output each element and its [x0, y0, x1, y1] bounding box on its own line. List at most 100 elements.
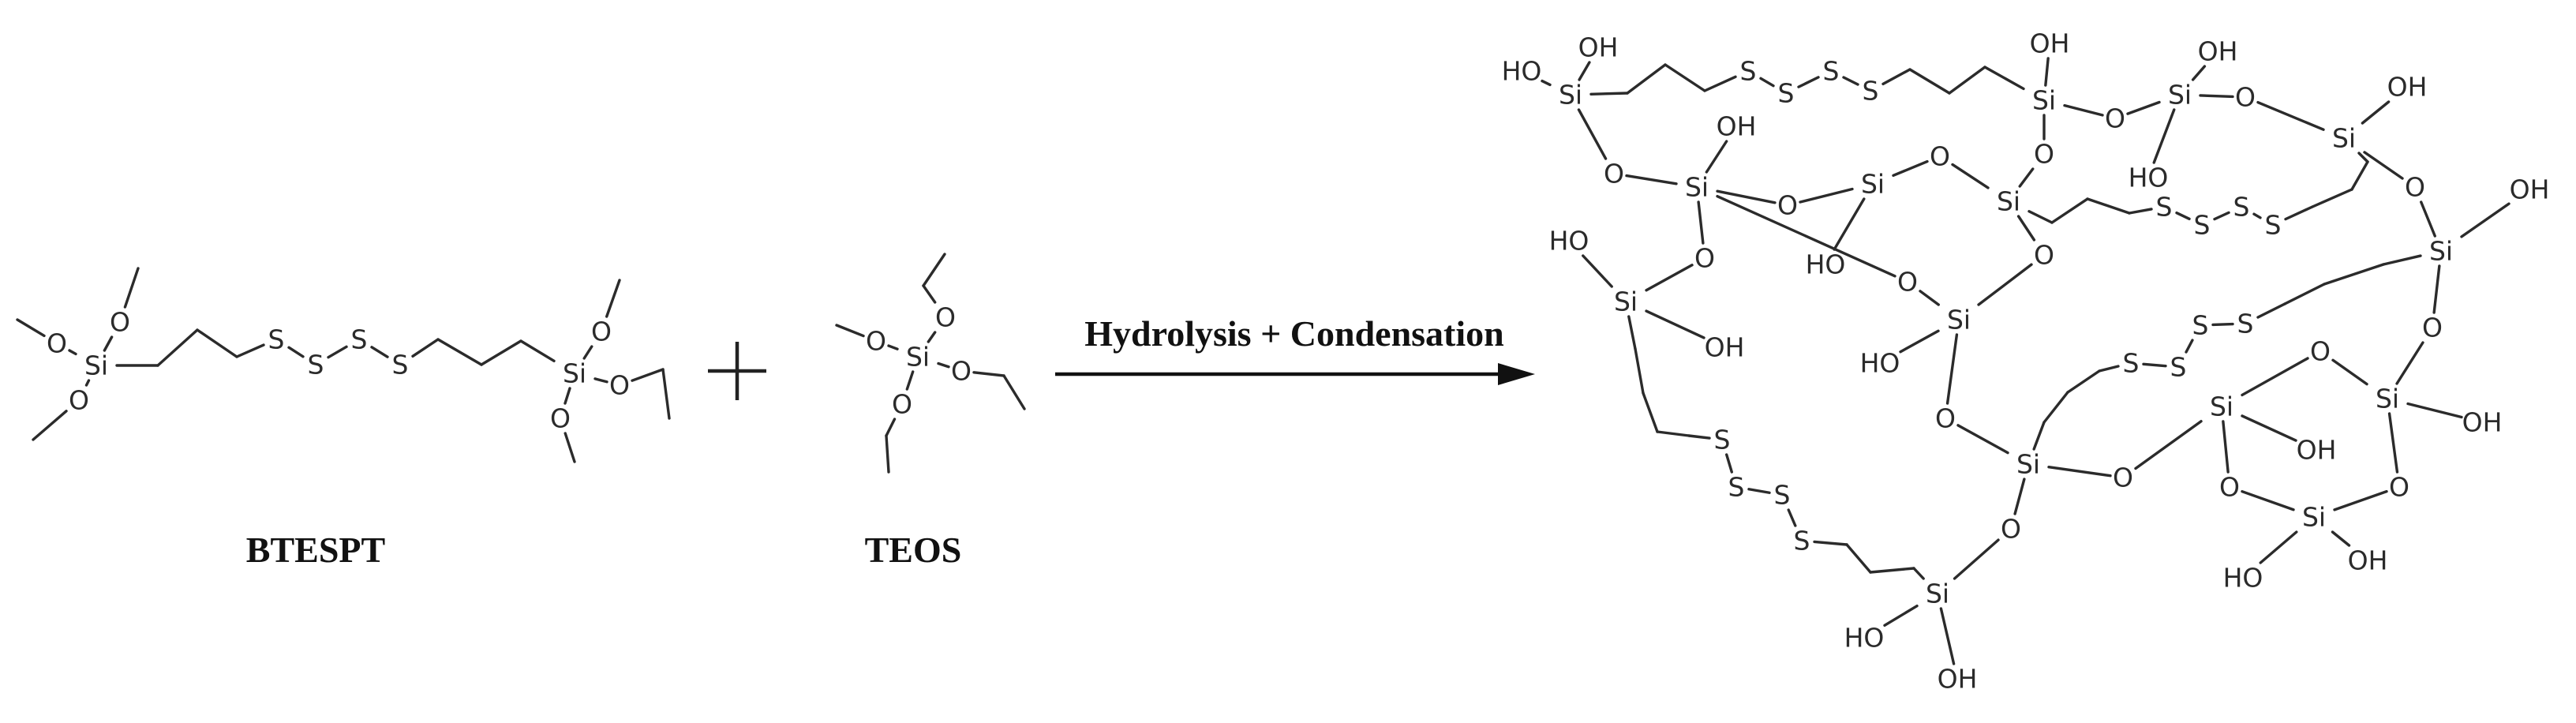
bond-p_si11-p_oh11a	[1883, 604, 1919, 627]
atom-hydroxyl-p_oh10b: OH	[1705, 332, 1745, 363]
bond-t_c1a-t_c1b	[922, 253, 946, 287]
atom-silicon-p_si5: Si	[1997, 186, 2020, 217]
bond-p_o3-p_si5	[1951, 163, 1990, 189]
atom-silicon-t_si: Si	[906, 342, 930, 373]
bond-p_si13-p_oh13	[2241, 414, 2297, 442]
atom-hydroxyl-p_oh3: OH	[1717, 111, 1757, 142]
atom-oxygen-b_o6: O	[550, 403, 571, 434]
bond-p_e5-p_e6	[2323, 263, 2385, 286]
bond-t_o1-t_c1a	[922, 284, 937, 304]
atom-silicon-p_si1: Si	[1559, 80, 1582, 111]
atom-hydroxyl_left-p_oh10: HO	[1549, 226, 1589, 257]
bond-p_si15-p_oh15a	[2259, 530, 2298, 564]
bond-p_si2-p_oh2	[2044, 57, 2050, 87]
atom-silicon-b_si1: Si	[84, 350, 108, 381]
bond-p_si12-p_e1	[2032, 421, 2046, 451]
bond-p_si9-p_o11	[1945, 333, 1959, 405]
bond-p_e6-p_si8	[2382, 254, 2422, 266]
bond-p_d5-p_d6	[1845, 543, 1872, 574]
bond-p_b2-p_b3	[2086, 197, 2131, 215]
bond-p_si13-p_o16	[2222, 420, 2230, 474]
bond-p_si12-p_o13	[2047, 465, 2112, 478]
bond-b_p2-b_p3	[196, 328, 238, 358]
bond-p_si10-p_d1	[1627, 315, 1637, 350]
atom-oxygen-b_o5: O	[609, 370, 630, 401]
atom-oxygen-p_o16: O	[2219, 472, 2240, 503]
bond-p_o10-p_si10	[1645, 264, 1694, 292]
reaction-arrow	[1055, 363, 1535, 385]
bond-p_b3-p_t1	[2128, 208, 2153, 215]
atom-sulfur-b_s3: S	[351, 324, 368, 355]
atom-oxygen-p_o11: O	[1935, 403, 1956, 434]
bond-b_o6-b_c6	[564, 432, 576, 463]
atom-sulfur-b_s1: S	[268, 324, 285, 355]
atom-oxygen-t_o3: O	[951, 356, 972, 387]
atom-sulfur-p_v1: S	[2123, 348, 2140, 379]
atom-silicon-b_si2: Si	[563, 358, 586, 389]
bond-b_c2-b_o2	[16, 318, 46, 338]
bond-p_si5-p_o4	[2018, 167, 2035, 188]
bond-p_o6-p_si7	[2256, 100, 2325, 131]
atom-hydroxyl-p_oh13: OH	[2297, 435, 2337, 466]
atom-sulfur-p_u2: S	[1728, 472, 1745, 503]
atom-silicon-p_si11: Si	[1926, 579, 1949, 609]
bond-p_a5-p_a6	[1948, 66, 1986, 95]
bond-b_si2-b_o4	[582, 345, 593, 360]
bond-p_t2-p_t3	[2213, 211, 2230, 221]
bond-p_si14-p_o17	[2387, 412, 2399, 474]
atom-hydroxyl-p_oh1b: OH	[1578, 32, 1619, 63]
bond-p_o13-p_si13	[2134, 420, 2203, 470]
bond-p_o2-p_si4	[1799, 187, 1854, 204]
atom-oxygen-p_o13: O	[2113, 463, 2133, 493]
bond-p_si3-p_o2	[1716, 189, 1777, 204]
atom-hydroxyl-p_oh6: OH	[2198, 36, 2238, 67]
bond-p_o11-p_si12	[1956, 424, 2009, 455]
atom-oxygen-p_o6: O	[2235, 82, 2256, 113]
bond-p_si14-p_oh14	[2406, 402, 2463, 419]
bond-b_s4-b_q1	[411, 338, 440, 358]
bond-p_si7-p_o7	[2363, 151, 2404, 180]
bond-b_p1-b_p2	[156, 328, 199, 367]
teos-label: TEOS	[865, 530, 962, 570]
atom-sulfur-p_s4: S	[1863, 76, 1879, 107]
bond-p_e2-p_e3	[2066, 369, 2101, 394]
bond-p_si5-p_o8	[2016, 215, 2036, 242]
bond-b_o1-b_si1	[103, 335, 114, 352]
atom-silicon-p_si6: Si	[2168, 80, 2192, 111]
bond-p_d4-p_u1	[1687, 434, 1711, 440]
bond-p_e1-p_e2	[2042, 391, 2069, 424]
bond-p_o5-p_si6	[2126, 100, 2161, 115]
bond-p_si3-p_o10	[1697, 200, 1705, 245]
bond-b_o3-b_si1	[84, 379, 91, 387]
bond-p_d7-p_si11	[1912, 567, 1925, 580]
bond-p_si4-p_o3	[1892, 159, 1929, 177]
bond-p_si3-p_oh3	[1705, 140, 1728, 174]
atom-silicon-p_si4: Si	[1861, 169, 1885, 200]
atom-hydroxyl_left-p_oh6b: HO	[2129, 163, 2169, 193]
atom-sulfur-p_u1: S	[1714, 425, 1731, 455]
bond-t_si-t_o4	[905, 370, 915, 391]
bond-b_o5-b_c5	[631, 368, 665, 382]
bond-p_u1-p_u2	[1724, 453, 1734, 474]
bond-p_e3-p_v1	[2098, 365, 2120, 373]
bond-p_si11-p_oh11b	[1939, 607, 1956, 665]
bond-p_si10-p_oh10b	[1645, 309, 1705, 339]
atom-oxygen-b_o3: O	[69, 385, 89, 416]
bond-b_s2-b_s3	[327, 345, 348, 359]
atom-sulfur-p_t1: S	[2156, 192, 2173, 223]
atom-silicon-p_si12: Si	[2016, 449, 2040, 480]
bond-p_s4-p_a4	[1881, 68, 1911, 86]
bond-t_si-t_o3	[937, 362, 950, 369]
bond-b_c1-b_o1	[123, 267, 140, 309]
atom-hydroxyl_left-p_oh1a: HO	[1502, 56, 1542, 87]
atom-silicon-p_si7: Si	[2332, 123, 2356, 154]
bond-p_s1-p_s2	[1759, 77, 1775, 88]
bond-p_a1-p_a2	[1626, 63, 1667, 95]
atom-sulfur-p_u3: S	[1774, 480, 1791, 511]
bond-b_p3-b_s1	[235, 343, 265, 358]
atom-oxygen-b_o4: O	[591, 317, 612, 347]
atom-oxygen-p_o2: O	[1777, 190, 1798, 221]
bond-p_d1-p_d2	[1634, 347, 1645, 395]
bond-p_si3-p_o9	[1716, 194, 1896, 278]
